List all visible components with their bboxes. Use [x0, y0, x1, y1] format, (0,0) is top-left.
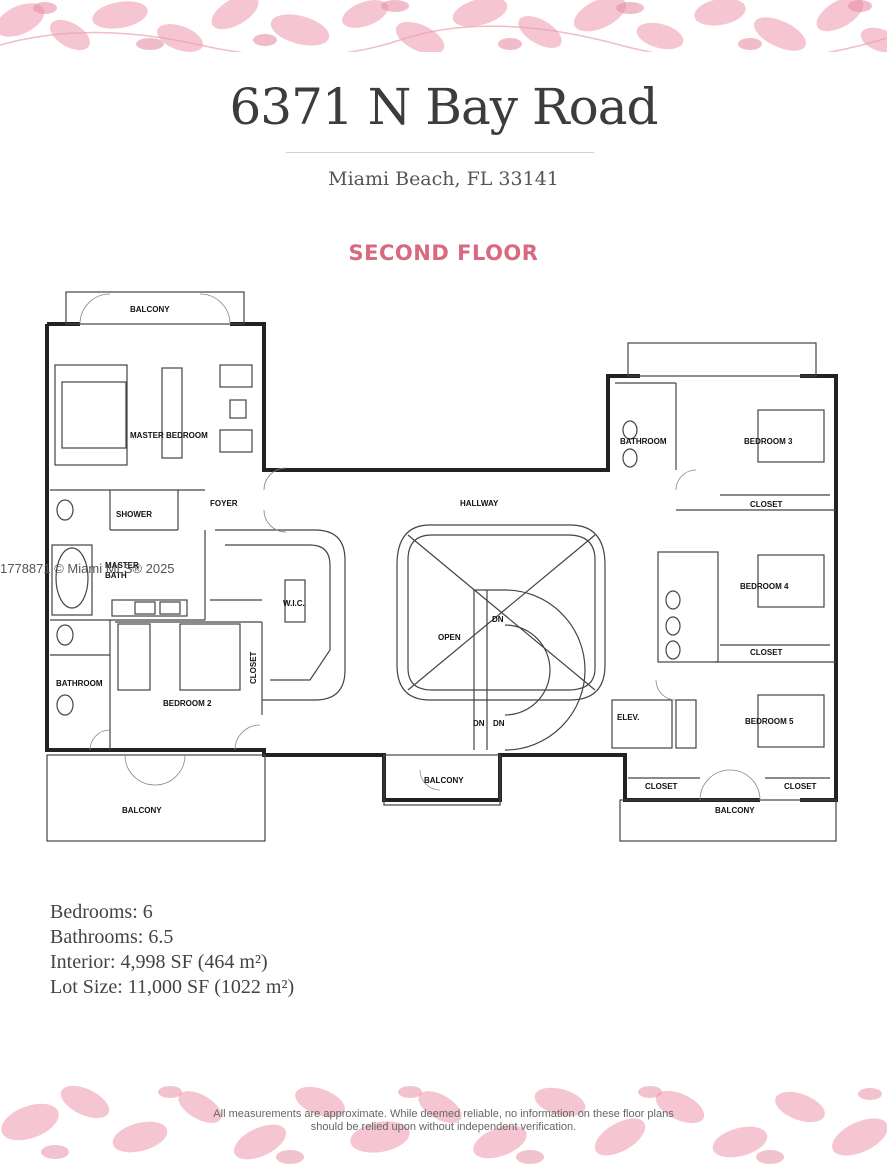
label-closet-5a: CLOSET — [645, 782, 678, 791]
label-bedroom-4: BEDROOM 4 — [740, 582, 789, 591]
label-shower: SHOWER — [116, 510, 152, 519]
stat-bedrooms: Bedrooms: 6 — [50, 901, 153, 923]
label-dn-1: DN — [492, 615, 504, 624]
disclaimer: All measurements are approximate. While … — [0, 1108, 887, 1134]
label-closet-bedroom4: CLOSET — [750, 648, 783, 657]
label-bedroom-5: BEDROOM 5 — [745, 717, 794, 726]
label-balcony-bottom-left: BALCONY — [122, 806, 162, 815]
label-open: OPEN — [438, 633, 461, 642]
label-master-bedroom: MASTER BEDROOM — [130, 431, 208, 440]
stat-lot-size: Lot Size: 11,000 SF (1022 m²) — [50, 976, 295, 998]
property-stats: Bedrooms: 6 Bathrooms: 6.5 Interior: 4,9… — [50, 900, 294, 1000]
label-closet-5b: CLOSET — [784, 782, 817, 791]
label-balcony-bottom-right: BALCONY — [715, 806, 755, 815]
label-wic: W.I.C. — [283, 599, 305, 608]
label-foyer: FOYER — [210, 499, 238, 508]
label-master-bath-line2: BATH — [105, 571, 127, 580]
label-dn-2: DN — [473, 719, 485, 728]
floral-border-top — [0, 0, 887, 52]
label-closet-bedroom2: CLOSET — [249, 651, 258, 684]
label-master-bath-line1: MASTER — [105, 561, 139, 570]
label-closet-bedroom3: CLOSET — [750, 500, 783, 509]
label-bedroom-3: BEDROOM 3 — [744, 437, 793, 446]
label-bathroom-left: BATHROOM — [56, 679, 103, 688]
stat-interior: Interior: 4,998 SF (464 m²) — [50, 951, 268, 973]
label-bathroom-right: BATHROOM — [620, 437, 667, 446]
label-dn-3: DN — [493, 719, 505, 728]
title-divider — [286, 152, 594, 153]
floral-border-bottom — [0, 1082, 887, 1165]
property-address: 6371 N Bay Road — [229, 78, 658, 136]
floor-label: SECOND FLOOR — [348, 241, 539, 265]
stat-bathrooms: Bathrooms: 6.5 — [50, 926, 174, 948]
label-balcony-bottom-center: BALCONY — [424, 776, 464, 785]
label-balcony-top-left: BALCONY — [130, 305, 170, 314]
disclaimer-line-2: should be relied upon without independen… — [310, 1121, 577, 1133]
property-city: Miami Beach, FL 33141 — [328, 168, 559, 190]
floor-plan: BALCONY MASTER BEDROOM FOYER HALLWAY SHO… — [0, 285, 887, 855]
mls-watermark: 1778871 © Miami MLS® 2025 — [0, 561, 175, 576]
label-bedroom-2: BEDROOM 2 — [163, 699, 212, 708]
label-elevator: ELEV. — [617, 713, 639, 722]
disclaimer-line-1: All measurements are approximate. While … — [213, 1108, 674, 1120]
label-hallway: HALLWAY — [460, 499, 499, 508]
